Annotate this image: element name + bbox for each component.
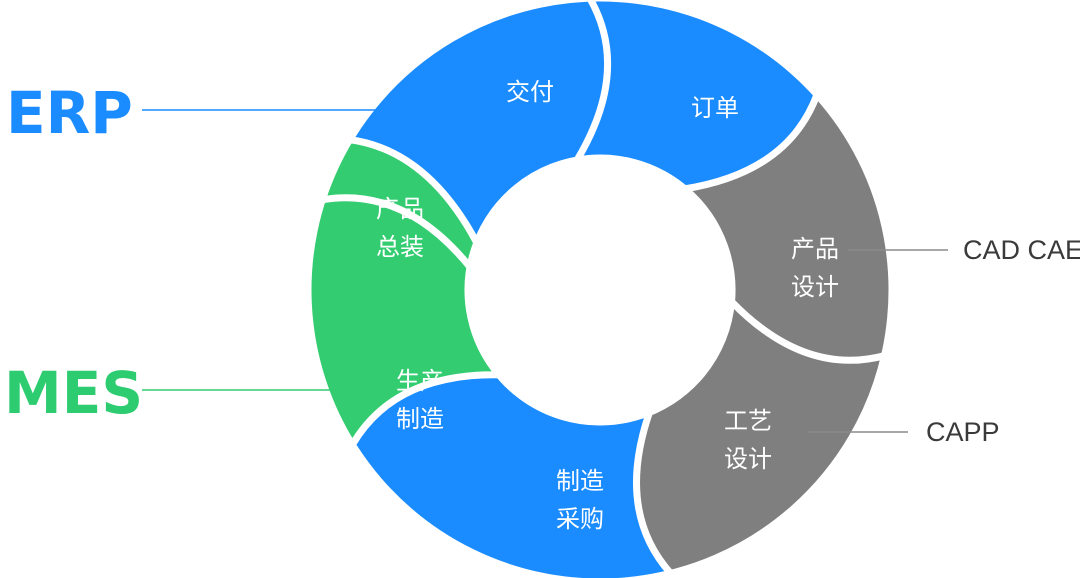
segment-label-product-design: 产品 <box>791 235 839 263</box>
segment-label-manufacturing-procurement: 制造 <box>556 467 604 495</box>
segment-label-delivery: 交付 <box>506 78 554 106</box>
segment-label-product-assembly: 总装 <box>376 233 424 261</box>
cad-cae-label: CAD CAE <box>963 235 1080 265</box>
segment-label-production-manufacturing: 制造 <box>396 405 444 433</box>
segment-label-order: 订单 <box>691 94 739 122</box>
segment-label-process-design: 工艺 <box>724 407 772 435</box>
segment-label-product-assembly: 产品 <box>376 195 424 223</box>
segment-label-manufacturing-procurement: 采购 <box>556 505 604 533</box>
segment-label-process-design: 设计 <box>724 445 772 473</box>
segment-product-assembly <box>318 136 481 271</box>
segment-label-production-manufacturing: 生产 <box>396 367 444 395</box>
erp-label: ERP <box>6 79 133 147</box>
mes-label: MES <box>4 359 143 427</box>
segment-label-product-design: 设计 <box>791 273 839 301</box>
capp-label: CAPP <box>926 417 1000 447</box>
